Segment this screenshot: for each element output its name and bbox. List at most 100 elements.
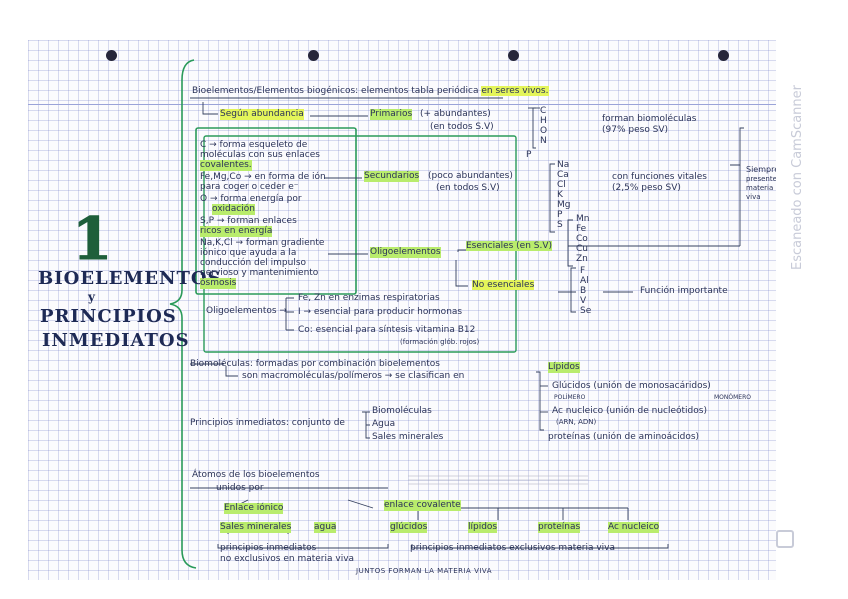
function-line: covalentes. bbox=[200, 160, 252, 171]
secundarios-element: K bbox=[557, 190, 563, 200]
oligo-esencial-element: Zn bbox=[576, 254, 588, 264]
acnucleico-sub: (ARN, ADN) bbox=[556, 418, 597, 426]
atomos-line2: unidos por bbox=[216, 483, 264, 493]
function-line: oxidación bbox=[212, 204, 255, 215]
product-item: lípidos bbox=[468, 522, 498, 533]
footer-note: JUNTOS FORMAN LA MATERIA VIVA bbox=[356, 567, 493, 575]
function-line: para coger o ceder e⁻ bbox=[200, 182, 299, 192]
secundarios-desc2: (en todos S.V) bbox=[436, 183, 500, 193]
primarios-element: N bbox=[540, 136, 547, 146]
binder-hole bbox=[508, 50, 519, 61]
secundarios-label: Secundarios bbox=[364, 171, 420, 182]
secundarios-note: con funciones vitales bbox=[612, 172, 707, 182]
oligo-example-co-note: (formación glób. rojos) bbox=[400, 338, 480, 346]
camscanner-logo-icon bbox=[776, 530, 794, 548]
title-line-2: y bbox=[88, 290, 96, 304]
title-line-1: BIOELEMENTOS bbox=[38, 268, 222, 289]
title-line-4: INMEDIATOS bbox=[42, 330, 190, 351]
oligo-esencial-element: Co bbox=[576, 234, 588, 244]
lipidos-label: Lípidos bbox=[548, 362, 580, 373]
function-line: Na,K,Cl → forman gradiente bbox=[200, 238, 325, 248]
function-line: Fe,Mg,Co → en forma de ión bbox=[200, 172, 326, 182]
secundarios-element: S bbox=[557, 220, 563, 230]
principios-item: Sales minerales bbox=[372, 432, 444, 442]
oligo-esencial-element: Cu bbox=[576, 244, 588, 254]
principios-item: Agua bbox=[372, 419, 396, 429]
glucidos-label: Glúcidos (unión de monosacáridos) bbox=[552, 381, 711, 391]
oligo-no-esencial-element: Al bbox=[580, 276, 589, 286]
secundarios-desc: (poco abundantes) bbox=[428, 171, 513, 181]
oligo-no-esenciales: No esenciales bbox=[472, 280, 535, 290]
secundarios-element: Mg bbox=[557, 200, 571, 210]
biomoleculas-line2: son macromoléculas/polímeros → se clasif… bbox=[242, 371, 465, 381]
function-line: ricos en energía bbox=[200, 226, 273, 237]
principios-label: Principios inmediatos: conjunto de bbox=[190, 418, 345, 428]
oligo-examples-label: Oligoelementos → bbox=[206, 306, 288, 316]
primarios-label: Primarios bbox=[370, 109, 413, 120]
secundarios-element: Cl bbox=[557, 180, 566, 190]
primarios-element: H bbox=[540, 116, 547, 126]
acnucleico-label: Ac nucleico (unión de nucleótidos) bbox=[552, 406, 707, 416]
function-line: C → forma esqueleto de bbox=[200, 140, 308, 150]
enlace-covalente: enlace covalente bbox=[384, 500, 461, 511]
function-line: S,P → forman enlaces bbox=[200, 216, 297, 226]
secundarios-note2: (2,5% peso SV) bbox=[612, 183, 681, 193]
primarios-note2: (97% peso SV) bbox=[602, 125, 669, 135]
principios-exclusivos: principios inmediatos exclusivos materia… bbox=[410, 543, 616, 553]
oligo-note: Función importante bbox=[640, 286, 728, 296]
function-line: O → forma energía por bbox=[200, 194, 302, 204]
principios-item: Biomoléculas bbox=[372, 406, 432, 416]
secundarios-element: Na bbox=[557, 160, 570, 170]
product-item: agua bbox=[314, 522, 337, 533]
binder-hole bbox=[308, 50, 319, 61]
oligo-esenciales: Esenciales (en S.V) bbox=[466, 241, 553, 251]
secundarios-element: P bbox=[557, 210, 563, 220]
function-line: iónico que ayuda a la bbox=[200, 248, 297, 258]
function-line: moléculas con sus enlaces bbox=[200, 150, 320, 160]
oligo-example-fe: Fe, Zn en enzimas respiratorias bbox=[298, 293, 440, 303]
oligo-no-esencial-element: F bbox=[580, 266, 586, 276]
enlace-ionico: Enlace iónico bbox=[224, 503, 284, 514]
oligo-no-esencial-element: V bbox=[580, 296, 587, 306]
definition-text: Bioelementos/Elementos biogénicos: eleme… bbox=[192, 86, 549, 96]
primarios-extra: P bbox=[526, 150, 532, 160]
side-note: viva bbox=[746, 193, 761, 201]
title-line-3: PRINCIPIOS bbox=[40, 306, 177, 327]
abundance-label: Según abundancia bbox=[220, 109, 304, 120]
oligo-no-esencial-element: B bbox=[580, 286, 587, 296]
function-line: ósmosis bbox=[200, 278, 237, 289]
oligo-esencial-element: Mn bbox=[576, 214, 590, 224]
primarios-element: O bbox=[540, 126, 548, 136]
oligo-no-esencial-element: Se bbox=[580, 306, 592, 316]
product-item: Ac nucleico bbox=[608, 522, 660, 533]
principios-no-exclusivos-2: no exclusivos en materia viva bbox=[220, 554, 355, 564]
biomoleculas-line1: Biomoléculas: formadas por combinación b… bbox=[190, 359, 441, 369]
secundarios-element: Ca bbox=[557, 170, 569, 180]
title-number: 1 bbox=[71, 205, 113, 273]
primarios-note: forman biomoléculas bbox=[602, 114, 697, 124]
camscanner-watermark: Escaneado con CamScanner bbox=[790, 84, 805, 270]
function-line: conducción del impulso bbox=[200, 258, 307, 268]
oligo-label: Oligoelementos bbox=[370, 247, 441, 258]
principios-no-exclusivos: principios inmediatos bbox=[220, 543, 317, 553]
binder-hole bbox=[718, 50, 729, 61]
primarios-desc2: (en todos S.V) bbox=[430, 122, 494, 132]
atomos-line1: Átomos de los bioelementos bbox=[192, 470, 320, 480]
notebook-page: 1 BIOELEMENTOS y PRINCIPIOS INMEDIATOS B… bbox=[28, 40, 776, 580]
margin-line bbox=[28, 104, 776, 105]
function-line: nervioso y mantenimiento bbox=[200, 268, 319, 278]
oligo-example-co: Co: esencial para síntesis vitamina B12 bbox=[298, 325, 476, 335]
side-note: materia bbox=[746, 184, 774, 192]
side-note: Siempre bbox=[746, 165, 776, 174]
primarios-element: C bbox=[540, 106, 547, 116]
binder-hole bbox=[106, 50, 117, 61]
glucidos-sub1: POLÍMERO bbox=[554, 394, 586, 401]
primarios-desc: (+ abundantes) bbox=[420, 109, 491, 119]
product-item: glúcidos bbox=[390, 522, 428, 533]
oligo-example-i: I → esencial para producir hormonas bbox=[298, 307, 463, 317]
oligo-esencial-element: Fe bbox=[576, 224, 587, 234]
product-item: Sales minerales bbox=[220, 522, 292, 533]
glucidos-sub2: MONÓMERO bbox=[714, 394, 751, 401]
proteinas-label: proteínas (unión de aminoácidos) bbox=[548, 432, 700, 442]
product-item: proteínas bbox=[538, 522, 581, 533]
